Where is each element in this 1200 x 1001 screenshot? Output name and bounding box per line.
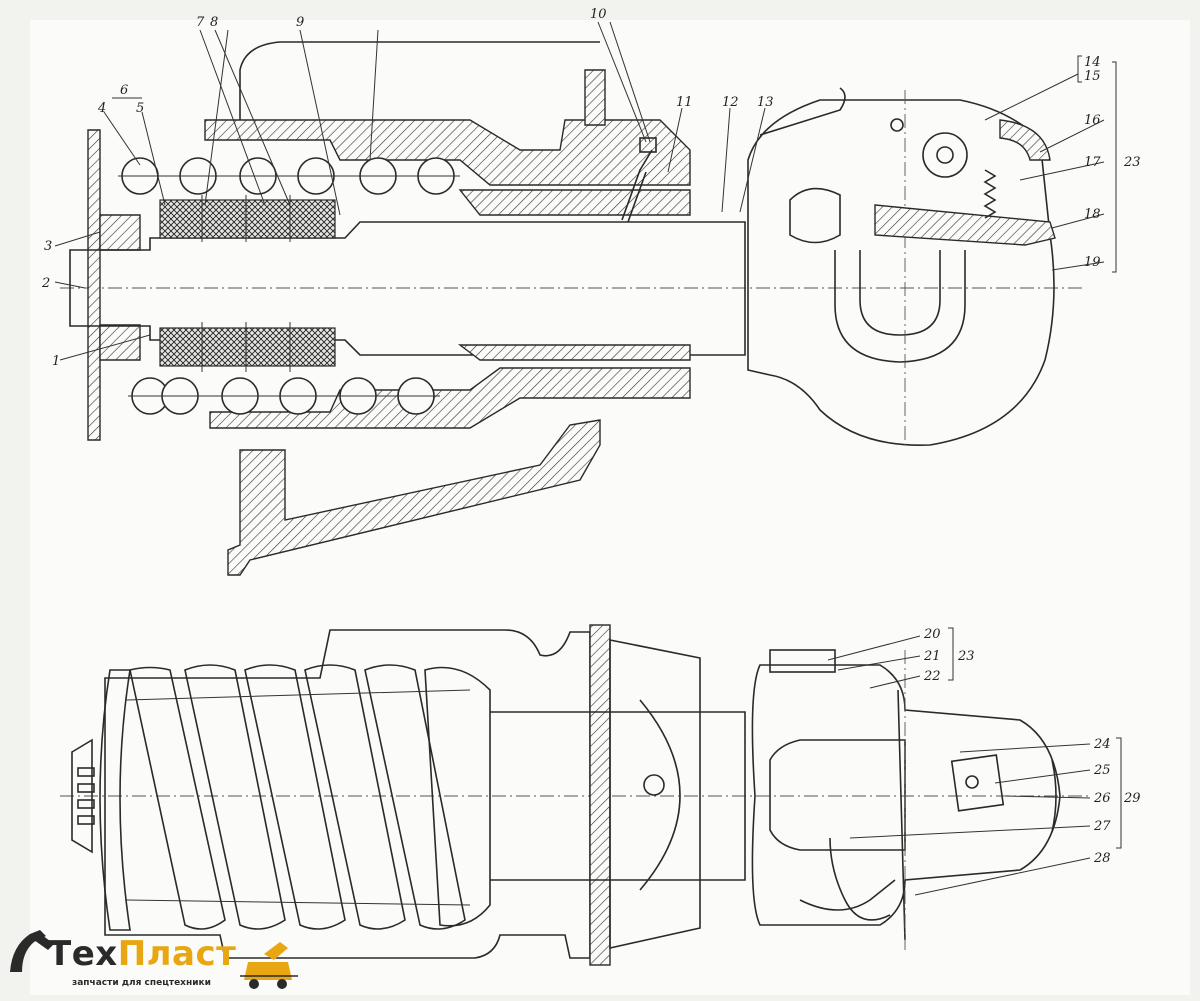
washer-lower — [99, 324, 141, 361]
label-7: 7 — [196, 15, 205, 30]
coupler-head-plan — [751, 649, 1061, 950]
housing-outline — [104, 629, 591, 959]
label-14: 14 — [1084, 55, 1101, 70]
washer-upper — [99, 214, 141, 251]
label-15: 15 — [1084, 69, 1101, 84]
front-cover — [609, 639, 701, 949]
coupler-head — [747, 87, 1056, 447]
label-23-top: 23 — [1123, 155, 1141, 170]
end-cap — [71, 738, 93, 854]
label-25: 25 — [1093, 763, 1111, 778]
brand-logo: ТехПласт запчасти для спецтехники — [8, 928, 298, 994]
label-12: 12 — [722, 95, 739, 110]
friction-pack-upper — [159, 195, 336, 242]
label-23-bottom: 23 — [957, 649, 975, 664]
label-17: 17 — [1084, 155, 1101, 170]
label-22: 22 — [923, 669, 941, 684]
brand-tagline: запчасти для спецтехники — [72, 978, 211, 988]
label-1: 1 — [52, 354, 60, 369]
grease-nipple-cap — [639, 137, 657, 153]
exterior-view — [60, 624, 1122, 966]
brand-name: ТехПласт — [48, 934, 236, 974]
label-5: 5 — [136, 101, 144, 116]
latch-lock — [769, 649, 836, 673]
spring-coils-upper — [118, 157, 460, 195]
label-3: 3 — [44, 239, 52, 254]
end-flange — [87, 129, 101, 441]
cap-bolt-3 — [77, 799, 95, 809]
label-9: 9 — [296, 15, 304, 30]
cap-bolt-1 — [77, 767, 95, 777]
leader-lines-section — [54, 21, 1117, 361]
label-19: 19 — [1084, 255, 1101, 270]
bracket-contour — [239, 41, 600, 120]
label-4: 4 — [97, 101, 106, 116]
grease-nipple — [621, 149, 653, 223]
part-labels: 1 2 3 4 5 6 7 8 9 10 11 12 13 14 15 16 1… — [41, 7, 1141, 866]
spring-coils-lower — [128, 377, 440, 415]
cap-bolt-2 — [77, 783, 95, 793]
spring-exterior — [99, 664, 491, 931]
friction-pack-lower — [159, 322, 336, 372]
guide-bushing-upper — [458, 189, 691, 216]
leader-lines-exterior — [827, 627, 1122, 896]
label-13: 13 — [757, 95, 774, 110]
label-24: 24 — [1093, 737, 1111, 752]
label-2: 2 — [41, 276, 50, 291]
label-27: 27 — [1093, 819, 1111, 834]
mounting-bracket-upper — [584, 69, 606, 126]
label-6: 6 — [120, 83, 128, 98]
housing-upper-wall — [204, 119, 691, 186]
rod-exterior — [490, 711, 746, 881]
shaft-rod — [69, 221, 746, 356]
center-bolt — [643, 774, 665, 796]
label-28: 28 — [1093, 851, 1111, 866]
label-29: 29 — [1123, 791, 1141, 806]
cap-bolt-4 — [77, 815, 95, 825]
guide-bushing-lower — [457, 344, 691, 361]
label-21: 21 — [923, 649, 941, 664]
label-16: 16 — [1084, 113, 1101, 128]
cover-curve — [639, 699, 681, 891]
label-18: 18 — [1084, 207, 1101, 222]
label-20: 20 — [923, 627, 941, 642]
excavator-logo-icon — [10, 930, 298, 989]
brand-name-accent: Пласт — [117, 934, 237, 974]
mounting-bracket-lower — [227, 419, 601, 576]
label-11: 11 — [676, 95, 693, 110]
mount-flange-plate — [589, 624, 611, 966]
label-10: 10 — [590, 7, 607, 22]
label-8: 8 — [210, 15, 218, 30]
brand-name-main: Тех — [48, 934, 118, 974]
label-26: 26 — [1093, 791, 1111, 806]
section-view — [54, 21, 1117, 576]
